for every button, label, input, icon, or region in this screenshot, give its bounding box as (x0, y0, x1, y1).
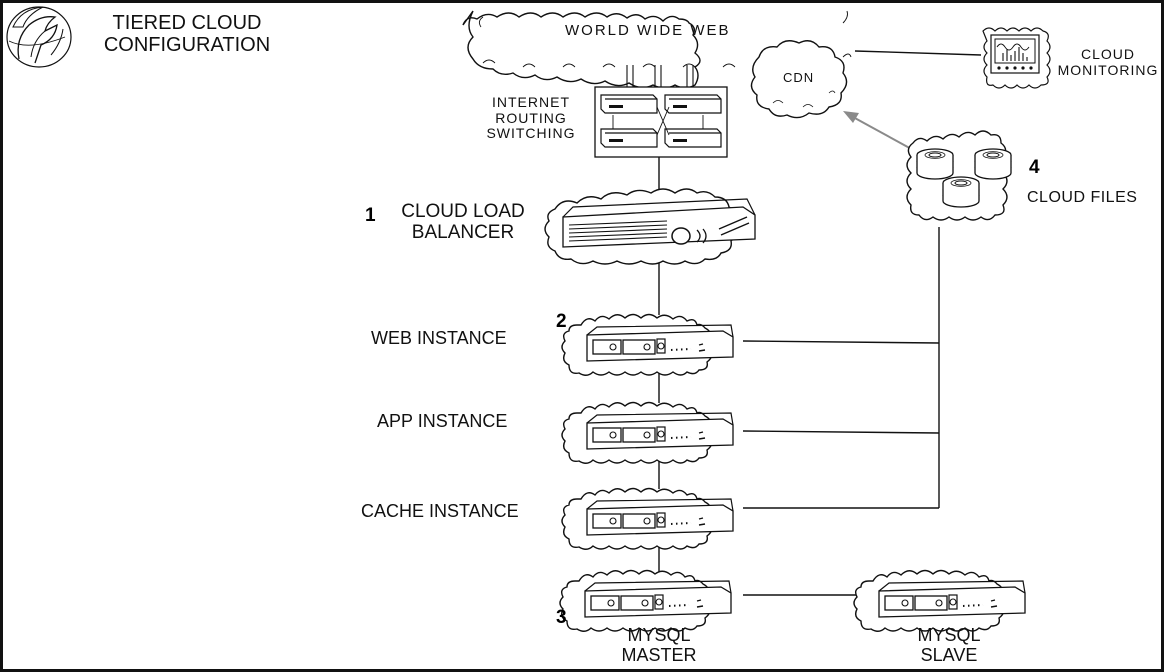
mysql-master-server-icon (559, 569, 732, 633)
line-web-to-monitoring (854, 50, 982, 56)
world-wide-web-cloud (462, 10, 701, 89)
routing-label: INTERNET ROUTING SWITCHING (479, 94, 583, 142)
monitoring-line-1: CLOUD (1080, 46, 1135, 62)
app-instance-label: APP INSTANCE (377, 411, 508, 431)
monitoring-label: CLOUD MONITORING (1053, 46, 1161, 78)
routing-line-1: INTERNET (492, 94, 570, 110)
number-3-badge: 3 (556, 607, 567, 628)
load-balancer-icon (544, 188, 756, 265)
line-web-to-files (742, 340, 940, 344)
cloud-files-storage-icon (906, 130, 1012, 221)
cdn-label: CDN (783, 70, 815, 85)
web-server-icon (561, 313, 734, 377)
mysql-slave-server-icon (853, 569, 1026, 633)
number-4-badge: 4 (1029, 157, 1040, 178)
title-line-1: TIERED CLOUD (112, 12, 262, 34)
routing-line-2: ROUTING (495, 109, 567, 126)
diagram-canvas (6, 6, 1051, 633)
rackspace-logo-icon (6, 6, 72, 68)
routing-line-3: SWITCHING (486, 125, 576, 142)
number-1-badge: 1 (365, 205, 376, 226)
line-app-to-files (742, 430, 940, 434)
title-line-2: CONFIGURATION (103, 34, 271, 57)
web-instance-label: WEB INSTANCE (371, 328, 507, 348)
load-balancer-line-2: BALANCER (411, 222, 515, 244)
world-wide-web-label: WORLD WIDE WEB (565, 22, 731, 39)
mysql-master-label: MYSQL MASTER (601, 625, 717, 665)
connections (658, 50, 982, 596)
network-switch-icon (594, 86, 728, 158)
arrow-files-to-cdn (843, 111, 916, 152)
load-balancer-line-1: CLOUD LOAD (401, 201, 525, 222)
monitoring-line-2: MONITORING (1057, 61, 1159, 78)
number-2-badge: 2 (556, 311, 567, 332)
diagram-title: TIERED CLOUD CONFIGURATION (87, 12, 287, 57)
cache-server-icon (561, 487, 734, 551)
web-cables (626, 65, 694, 89)
mysql-slave-label: MYSQL SLAVE (893, 625, 1005, 665)
cloud-files-label: CLOUD FILES (1027, 189, 1138, 206)
mysql-slave-line-2: SLAVE (920, 645, 978, 666)
app-server-icon (561, 401, 734, 465)
cache-instance-label: CACHE INSTANCE (361, 501, 519, 521)
mysql-slave-line-1: MYSQL (917, 625, 981, 645)
cdn-cloud (750, 40, 848, 119)
mysql-master-line-1: MYSQL (627, 625, 691, 645)
monitor-icon (982, 27, 1051, 89)
mysql-master-line-2: MASTER (621, 645, 697, 666)
load-balancer-label: CLOUD LOAD BALANCER (383, 201, 543, 244)
